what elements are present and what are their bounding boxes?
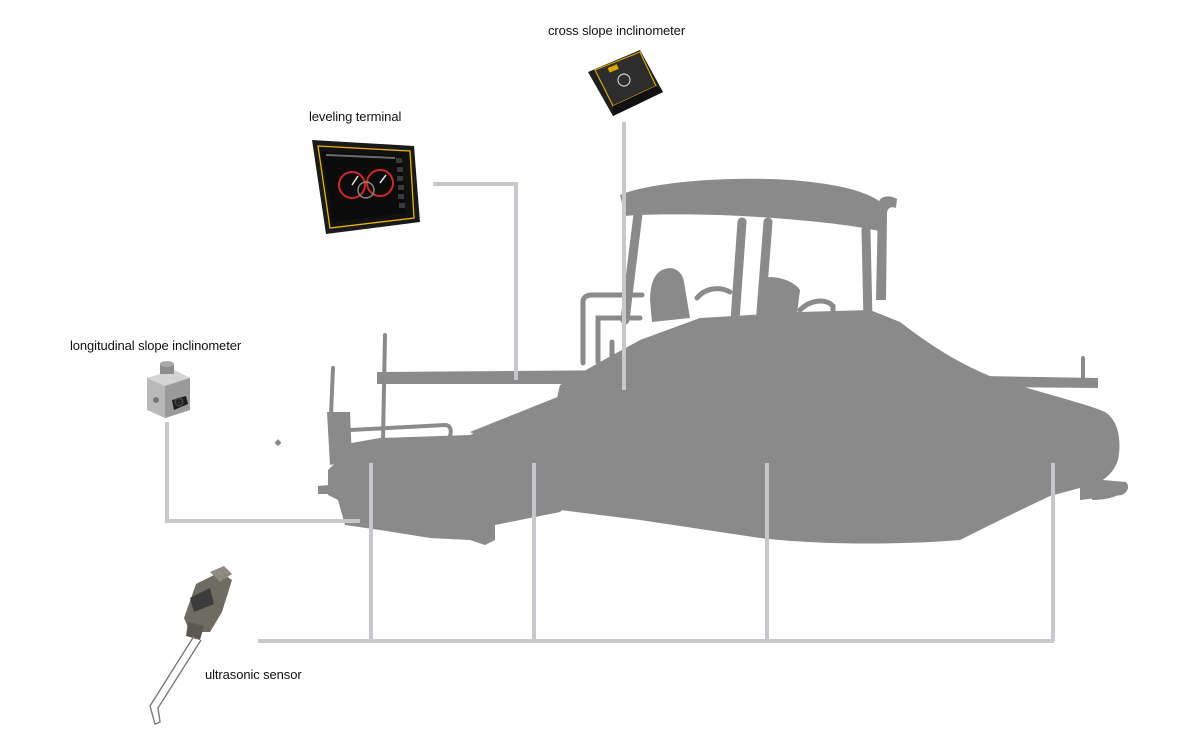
connection-lines <box>165 122 1055 643</box>
canopy-posts <box>620 209 873 330</box>
operator-seat <box>650 268 690 322</box>
screed-posts <box>329 333 1085 442</box>
longitudinal-line <box>165 422 360 523</box>
ultrasonic-sensor-icon <box>149 566 232 725</box>
longitudinal-slope-inclinometer-label: longitudinal slope inclinometer <box>70 338 242 353</box>
rear-wing <box>1092 483 1128 500</box>
screed-end-plate <box>327 412 352 465</box>
screed-handle <box>318 484 340 494</box>
railings <box>580 286 836 366</box>
terminal-line <box>433 182 518 380</box>
exhaust-pipe <box>876 196 897 300</box>
side-arm-beam <box>377 370 1098 388</box>
canopy-roof <box>620 178 885 232</box>
tractor-body <box>540 310 1120 544</box>
leveling-terminal-icon <box>312 140 420 234</box>
cross-slope-inclinometer-icon <box>588 50 663 116</box>
screed-body <box>328 400 590 545</box>
small-marker <box>274 439 282 447</box>
leveling-terminal-label: leveling terminal <box>309 109 402 124</box>
steering-console <box>756 277 800 324</box>
asphalt-paver-silhouette <box>274 178 1129 545</box>
longitudinal-slope-inclinometer-icon <box>147 361 190 418</box>
cross-slope-inclinometer-label: cross slope inclinometer <box>548 23 686 38</box>
tow-arm <box>470 392 580 442</box>
ultrasonic-sensor-label: ultrasonic sensor <box>205 667 302 682</box>
